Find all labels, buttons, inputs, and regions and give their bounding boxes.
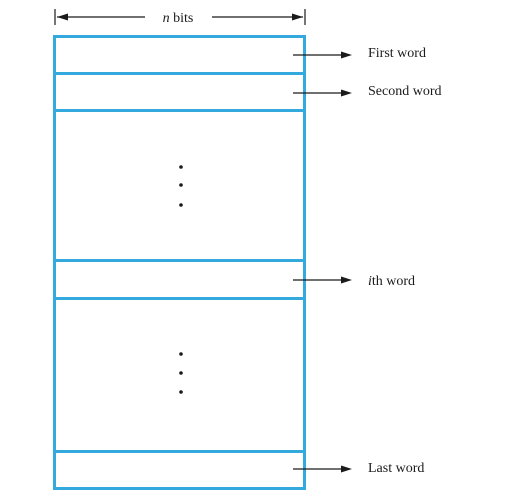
- arrow-last-word: [293, 465, 352, 473]
- label-ith-word: ith word: [368, 274, 415, 289]
- label-last-word: Last word: [368, 461, 424, 476]
- width-label: n bits: [163, 11, 194, 26]
- width-arrow-left: [57, 13, 68, 21]
- memory-block: [53, 35, 306, 490]
- width-arrow-right: [292, 13, 303, 21]
- label-second-word: Second word: [368, 84, 442, 99]
- width-dimension: n bits: [54, 9, 306, 26]
- ellipsis-upper: [179, 165, 183, 207]
- arrow-second-word: [293, 89, 352, 97]
- arrow-first-word: [293, 51, 352, 59]
- ellipsis-lower: [179, 352, 183, 394]
- arrow-ith-word: [293, 276, 352, 284]
- label-first-word: First word: [368, 46, 426, 61]
